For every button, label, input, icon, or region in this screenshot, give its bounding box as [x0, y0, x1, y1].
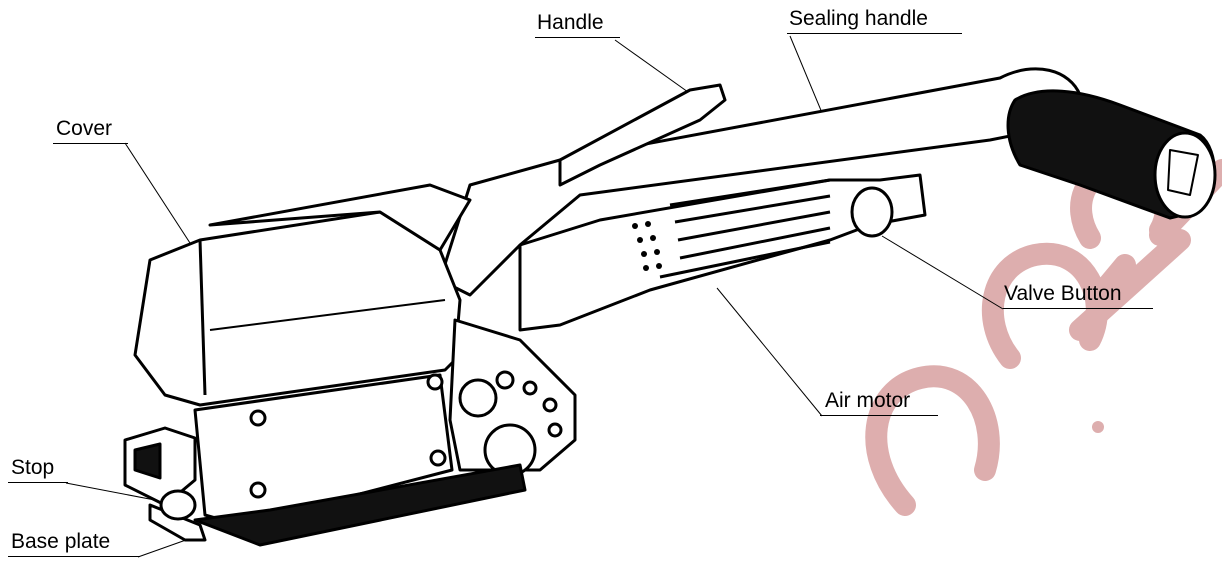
tool-body	[123, 67, 1217, 547]
stop-knob	[159, 489, 197, 521]
label-air-motor: Air motor	[825, 389, 911, 412]
label-handle: Handle	[537, 11, 604, 34]
leader-air-motor	[716, 287, 823, 417]
motor-vent-dots	[632, 221, 662, 271]
label-base-plate: Base plate	[11, 530, 111, 553]
gear-roller-upper	[458, 378, 498, 418]
underline-sealing-handle	[787, 33, 962, 34]
underline-handle	[535, 37, 620, 38]
air-motor-ribs	[659, 178, 831, 279]
upper-handle	[558, 83, 727, 187]
sealing-handle-bar	[438, 67, 1082, 297]
leader-stop	[65, 482, 161, 502]
main-housing	[133, 210, 462, 407]
label-cover: Cover	[56, 117, 113, 140]
base-plate-shape	[193, 463, 527, 547]
label-valve-button: Valve Button	[1004, 282, 1122, 305]
underline-base-plate	[8, 556, 140, 557]
housing-top-strip	[208, 183, 472, 252]
underline-cover	[53, 143, 128, 144]
gear-housing	[448, 318, 577, 472]
underline-stop	[8, 482, 68, 483]
underline-valve-button	[1003, 308, 1153, 309]
leader-valve-button	[881, 235, 1004, 310]
label-sealing-handle: Sealing handle	[789, 7, 928, 30]
leader-lines	[65, 35, 1004, 558]
label-stop: Stop	[11, 456, 55, 479]
valve-button-knob	[850, 186, 894, 238]
leader-handle	[614, 39, 696, 98]
underline-air-motor	[820, 415, 938, 416]
